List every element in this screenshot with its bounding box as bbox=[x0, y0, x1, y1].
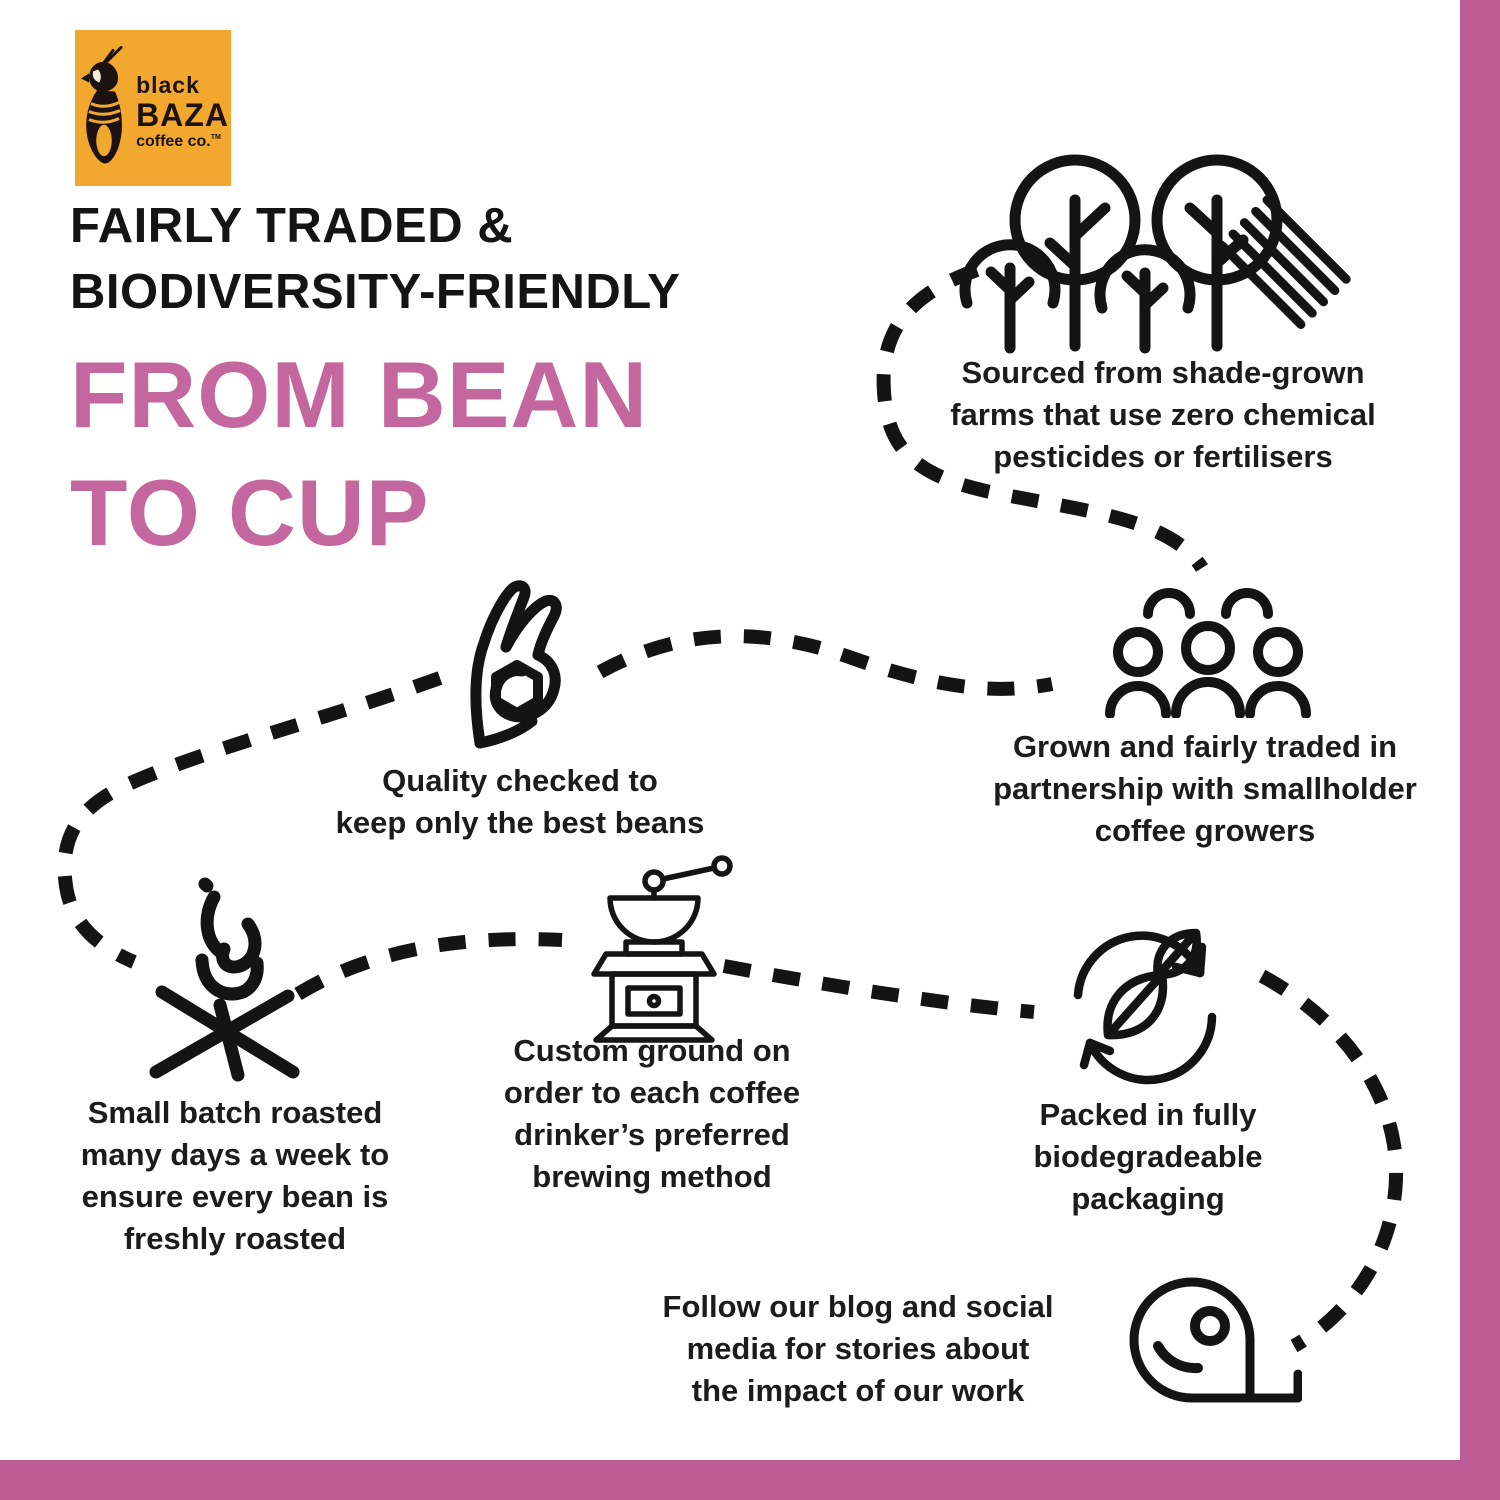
dotted-path-hand-to-campfire bbox=[57, 671, 443, 969]
dotted-path-grinder-to-packaging bbox=[722, 959, 1035, 1019]
measuring-tape-icon bbox=[1102, 1262, 1302, 1410]
logo-trademark: TM bbox=[210, 134, 221, 141]
pink-border-bottom bbox=[0, 1460, 1500, 1500]
coffee-grinder-icon bbox=[562, 852, 742, 1046]
caption-follow-blog: Follow our blog and social media for sto… bbox=[662, 1289, 1054, 1408]
logo-word-baza: BAZA bbox=[136, 97, 229, 133]
kicker-line-2: BIODIVERSITY-FRIENDLY bbox=[70, 265, 681, 319]
caption-fairly-traded: Grown and fairly traded in partnership w… bbox=[993, 729, 1417, 848]
people-group-icon bbox=[1100, 588, 1315, 718]
black-baza-bird-icon bbox=[81, 46, 123, 164]
caption-custom-ground: Custom ground on order to each coffee dr… bbox=[503, 1033, 801, 1194]
kicker-line-1: FAIRLY TRADED & bbox=[70, 199, 514, 253]
caption-packaging: Packed in fully biodegradeable packaging bbox=[1033, 1097, 1263, 1216]
pink-border-right bbox=[1460, 0, 1500, 1500]
dotted-path-people-to-hand bbox=[596, 629, 1054, 696]
kicker-heading: FAIRLY TRADED & BIODIVERSITY-FRIENDLY bbox=[70, 193, 680, 325]
logo-word-black: black bbox=[136, 72, 200, 98]
title-line-1: FROM BEAN bbox=[70, 342, 649, 447]
page-title: FROM BEAN TO CUP bbox=[70, 336, 648, 572]
logo-wordmark: black BAZA coffee co.TM bbox=[136, 74, 229, 150]
dotted-path-campfire-to-grinder bbox=[294, 932, 563, 1000]
recycle-leaves-icon bbox=[1050, 915, 1240, 1100]
logo-word-coffee-co: coffee co.TM bbox=[136, 133, 221, 150]
ok-hand-bean-icon bbox=[450, 575, 590, 753]
trees-icon bbox=[955, 148, 1355, 356]
black-baza-logo: black BAZA coffee co.TM bbox=[75, 30, 231, 186]
title-line-2: TO CUP bbox=[70, 460, 430, 565]
caption-shade-grown: Sourced from shade-grown farms that use … bbox=[950, 355, 1376, 474]
dotted-path-trees-to-people bbox=[876, 263, 1208, 572]
campfire-icon bbox=[148, 872, 323, 1082]
caption-quality-checked: Quality checked to keep only the best be… bbox=[335, 763, 705, 840]
caption-small-batch: Small batch roasted many days a week to … bbox=[80, 1095, 390, 1256]
